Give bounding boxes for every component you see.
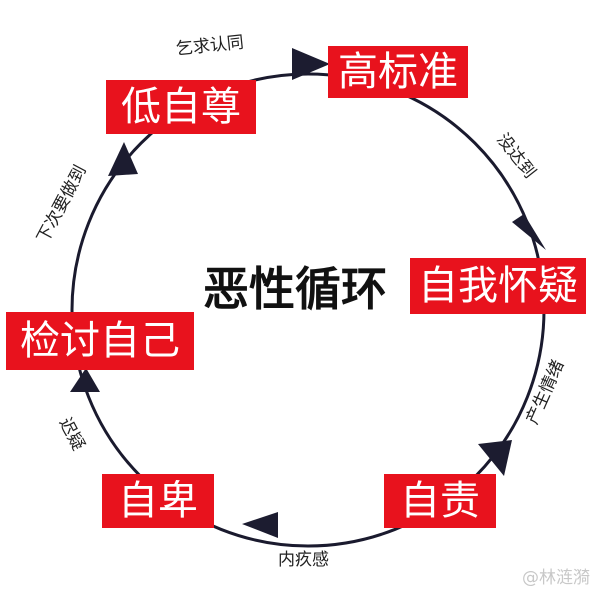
arrow-to-high-standard bbox=[292, 48, 330, 80]
center-title: 恶性循环 bbox=[203, 262, 387, 316]
node-high-standard: 高标准 bbox=[328, 46, 468, 98]
edge-label-guilt: 内疚感 bbox=[278, 550, 329, 570]
node-self-doubt: 自我怀疑 bbox=[410, 258, 586, 314]
arrow-to-inferiority bbox=[242, 512, 278, 538]
arrow-to-self-review bbox=[70, 368, 100, 392]
node-low-self-esteem: 低自尊 bbox=[106, 80, 256, 134]
node-self-review: 检讨自己 bbox=[6, 312, 194, 370]
arrow-to-self-blame bbox=[478, 440, 512, 476]
node-inferiority: 自卑 bbox=[102, 474, 214, 528]
watermark: @林涟漪 bbox=[522, 568, 590, 588]
node-self-blame: 自责 bbox=[384, 474, 496, 528]
arrow-to-low-self-esteem bbox=[108, 142, 138, 176]
arrow-to-self-doubt bbox=[512, 214, 546, 250]
